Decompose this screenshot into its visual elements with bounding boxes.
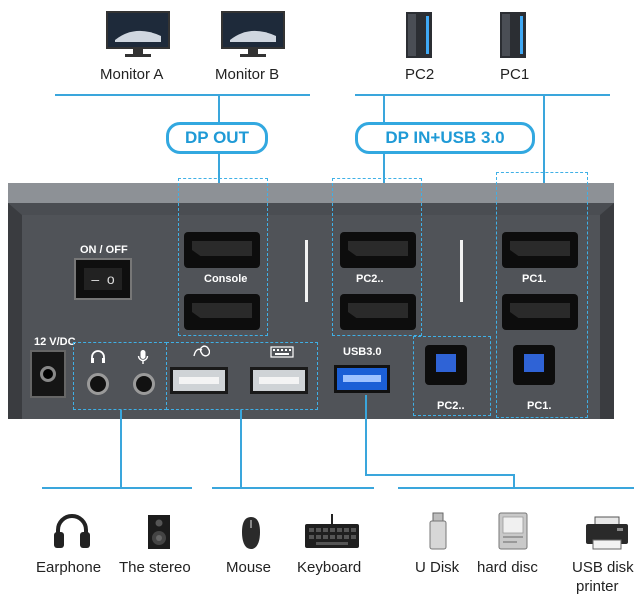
label-stereo: The stereo [119, 559, 191, 576]
headphone-icon [91, 350, 105, 363]
pc1-tower-icon [500, 12, 526, 58]
usb-port-mouse[interactable] [170, 367, 228, 394]
wire-audio-drop [120, 410, 122, 488]
u-disk-icon [429, 512, 447, 550]
label-usb30: USB3.0 [343, 346, 382, 358]
pc1-dp-group-box [496, 172, 588, 418]
wire-usb30-drop [365, 395, 367, 475]
audio-group-box [73, 342, 167, 410]
pc1-dp-port-1[interactable] [502, 232, 578, 268]
label-u-disk: U Disk [415, 559, 460, 576]
pc2-dp-group-box [332, 178, 422, 336]
pc2-dp-port-2[interactable] [340, 294, 416, 330]
group-dp-in-usb: DP IN+USB 3.0 [355, 122, 535, 154]
label-monitor-a: Monitor A [100, 66, 164, 83]
top-wire-left [55, 94, 310, 96]
pc1-dp-port-2[interactable] [502, 294, 578, 330]
label-hard-disc: hard disc [477, 559, 538, 576]
dp-out-port-console[interactable] [184, 232, 260, 268]
label-earphone: Earphone [36, 559, 102, 576]
pc1-usb-b-port[interactable] [513, 345, 555, 385]
power-switch[interactable]: – o [74, 258, 132, 300]
monitor-a-icon [106, 11, 170, 57]
speaker-icon [148, 515, 170, 549]
divider-left [305, 240, 308, 302]
label-keyboard: Keyboard [297, 559, 362, 576]
label-pc2: PC2 [405, 66, 435, 83]
pc2-dp-port-1[interactable] [340, 232, 416, 268]
printer-icon [586, 516, 628, 550]
pc2-usb-group-box [413, 336, 491, 416]
label-pc2-usb: PC2.. [437, 400, 465, 412]
label-power-switch: ON / OFF [80, 244, 128, 256]
earphone-icon [54, 514, 90, 548]
wire-usb30-bend [365, 474, 515, 476]
label-pc2-dp: PC2.. [356, 273, 384, 285]
wire-hid-bar [212, 487, 374, 489]
label-monitor-b: Monitor B [215, 66, 280, 83]
hid-usb-group-box [166, 342, 318, 410]
dc-jack-hole [40, 366, 56, 382]
top-wire-right [355, 94, 610, 96]
label-pc1-usb: PC1. [527, 400, 552, 412]
wire-hid-drop [240, 410, 242, 488]
keyboard-port-icon [270, 346, 294, 358]
label-printer: printer [576, 578, 619, 595]
wire-storage-bar [398, 487, 634, 489]
wire-usb30-up [513, 474, 515, 488]
label-pc1: PC1 [500, 66, 530, 83]
label-usb-disk: USB disk [572, 559, 634, 576]
usb-port-keyboard[interactable] [250, 367, 308, 394]
microphone-icon [137, 350, 149, 364]
pc2-usb-b-port[interactable] [425, 345, 467, 385]
microphone-jack[interactable] [133, 373, 155, 395]
label-console: Console [204, 273, 248, 285]
dc-power-jack[interactable] [30, 350, 66, 398]
wire-audio-bar [42, 487, 192, 489]
mouse-port-icon [193, 345, 210, 357]
dp-out-port-2[interactable] [184, 294, 260, 330]
monitor-b-icon [221, 11, 285, 57]
power-switch-rocker: – o [84, 268, 122, 290]
label-pc1-dp: PC1. [522, 273, 547, 285]
usb30-port[interactable] [334, 365, 390, 393]
wire-dp-in-drop-right [543, 95, 545, 183]
divider-right [460, 240, 463, 302]
dp-out-group-box [178, 178, 268, 336]
keyboard-icon [305, 514, 359, 548]
mouse-icon [242, 517, 260, 549]
label-mouse: Mouse [226, 559, 272, 576]
label-power-input: 12 V/DC [34, 336, 76, 348]
headphone-jack[interactable] [87, 373, 109, 395]
group-dp-out: DP OUT [166, 122, 268, 154]
hard-disc-icon [498, 512, 528, 550]
pc2-tower-icon [406, 12, 432, 58]
